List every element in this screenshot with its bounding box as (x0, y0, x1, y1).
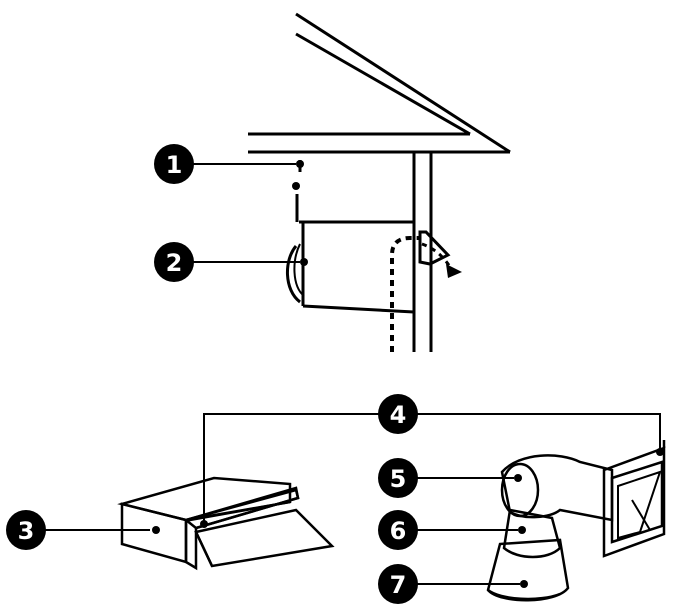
leader-dot-5 (514, 474, 522, 482)
mount-point-dot (292, 182, 300, 190)
air-duct (390, 236, 462, 352)
leader-dot-4b (656, 448, 664, 456)
leader-dot-6 (518, 526, 526, 534)
callout-3: 3 (6, 510, 46, 550)
leader-dot-1 (296, 160, 304, 168)
roof (248, 12, 511, 154)
callout-7-label: 7 (390, 571, 407, 599)
airflow-arrow-icon (446, 264, 462, 278)
rectangular-duct-adapter (117, 476, 335, 571)
wall-vent-cap (418, 230, 451, 266)
callout-3-label: 3 (18, 517, 35, 545)
callout-2-label: 2 (166, 249, 183, 277)
leader-line-4 (203, 413, 661, 524)
callout-2: 2 (154, 242, 194, 282)
callout-4: 4 (378, 394, 418, 434)
wall (412, 152, 433, 352)
round-duct-assembly (486, 454, 614, 602)
callout-1: 1 (154, 144, 194, 184)
leader-dot-2 (300, 258, 308, 266)
leader-dot-4a (200, 520, 208, 528)
leader-dot-7 (520, 580, 528, 588)
hood-cabinet (285, 160, 415, 314)
leader-dot-3 (152, 526, 160, 534)
callout-5: 5 (378, 458, 418, 498)
callout-5-label: 5 (390, 465, 407, 493)
callout-6: 6 (378, 510, 418, 550)
callout-1-label: 1 (166, 151, 183, 179)
callout-7: 7 (378, 564, 418, 604)
wall-cap (602, 440, 666, 558)
callout-6-label: 6 (390, 517, 407, 545)
callout-4-label: 4 (390, 401, 407, 429)
